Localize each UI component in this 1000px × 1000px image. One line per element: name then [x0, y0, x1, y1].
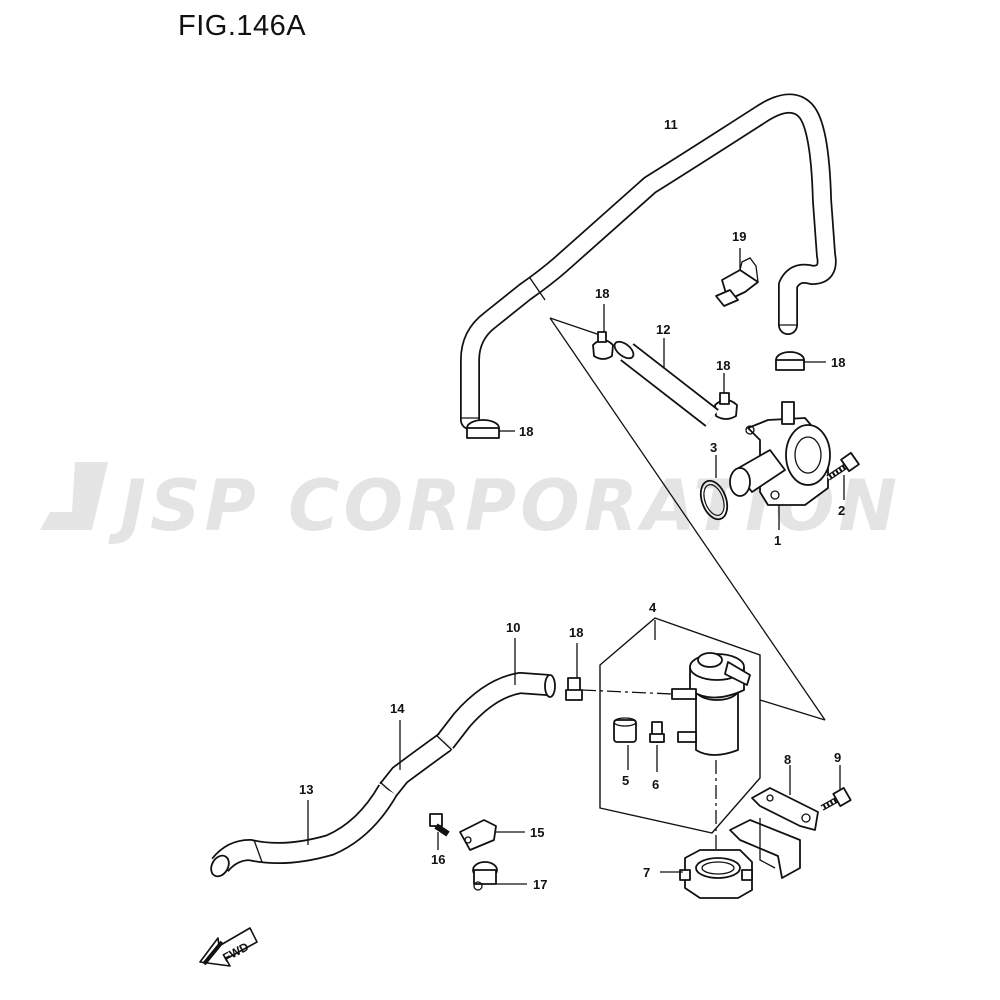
callout-19: 19 [732, 229, 746, 244]
clamp-17[interactable] [472, 861, 527, 891]
clamp-18-e[interactable] [565, 643, 583, 701]
sleeve-5[interactable] [613, 717, 637, 770]
bolt-9[interactable] [820, 765, 852, 811]
callout-12: 12 [656, 322, 670, 337]
callout-2: 2 [838, 503, 845, 518]
callout-4: 4 [649, 600, 657, 615]
fwd-arrow: FWD [199, 927, 258, 967]
filter-group-4[interactable] [581, 617, 826, 860]
callout-18-e: 18 [569, 625, 583, 640]
callout-10: 10 [506, 620, 520, 635]
callout-18-a: 18 [595, 286, 609, 301]
clip-19[interactable] [715, 248, 759, 307]
callout-11: 11 [664, 117, 678, 132]
clamp-18-d[interactable] [466, 419, 515, 439]
o-ring-3[interactable] [696, 455, 732, 523]
clamp-18-c[interactable] [775, 351, 826, 371]
callout-14: 14 [390, 701, 405, 716]
callout-3: 3 [710, 440, 717, 455]
valve-1[interactable] [729, 401, 831, 530]
hose-12[interactable] [612, 338, 719, 427]
callout-6: 6 [652, 777, 659, 792]
hose-11[interactable] [460, 93, 837, 430]
clamp-18-b[interactable] [714, 373, 738, 420]
callout-13: 13 [299, 782, 313, 797]
callout-8: 8 [784, 752, 791, 767]
watermark-logo-mark [40, 462, 108, 530]
bracket-8[interactable] [729, 765, 819, 879]
clamp-15[interactable] [459, 819, 525, 851]
hose-10[interactable] [436, 638, 556, 749]
callout-15: 15 [530, 825, 544, 840]
holder-7[interactable] [660, 849, 753, 899]
clamp-18-a[interactable] [592, 304, 614, 360]
callout-16: 16 [431, 852, 445, 867]
clip-6[interactable] [649, 721, 665, 772]
callout-7: 7 [643, 865, 650, 880]
hose-14[interactable] [379, 720, 453, 797]
callout-18-d: 18 [519, 424, 533, 439]
callout-5: 5 [622, 773, 629, 788]
callout-18-c: 18 [831, 355, 845, 370]
callout-18-b: 18 [716, 358, 730, 373]
group-leader-line [549, 317, 826, 721]
callout-17: 17 [533, 877, 547, 892]
hose-13[interactable] [208, 784, 398, 880]
callout-1: 1 [774, 533, 781, 548]
callout-labels: 1 2 3 4 5 6 7 8 9 10 11 12 13 14 15 16 1… [299, 117, 845, 892]
callout-9: 9 [834, 750, 841, 765]
bolt-16[interactable] [429, 813, 450, 850]
bolt-2[interactable] [826, 451, 860, 500]
figure-title: FIG.146A [178, 10, 307, 42]
